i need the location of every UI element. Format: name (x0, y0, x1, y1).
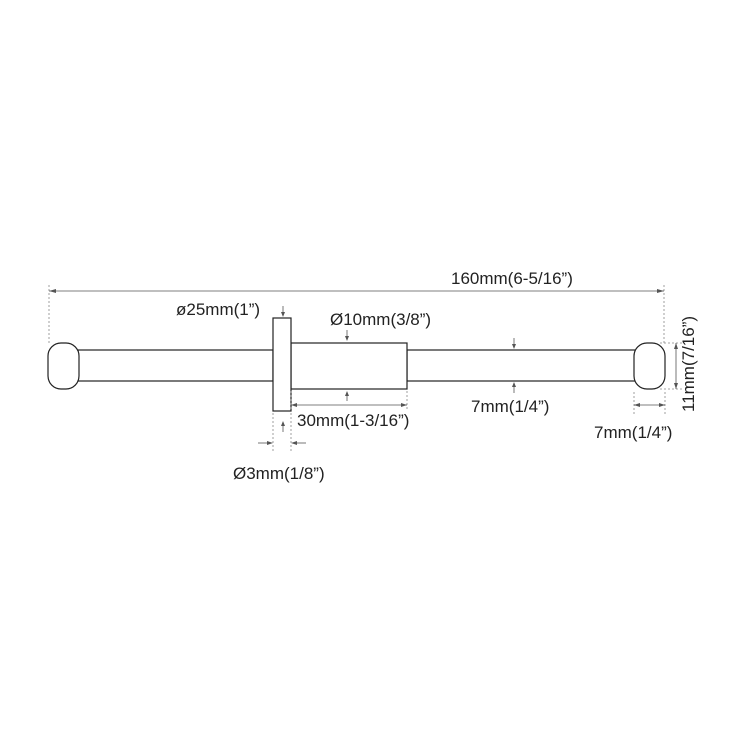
collar (290, 342, 408, 390)
end-cap-height-label: 11mm(7/16”) (679, 316, 698, 412)
part-outline (47, 317, 666, 412)
rod-right (406, 349, 638, 382)
collar-diameter-label: Ø10mm(3/8”) (330, 310, 431, 329)
dimension-labels: 160mm(6-5/16”) ø25mm(1”) Ø10mm(3/8”) 30m… (176, 269, 698, 483)
flange-diameter-label: ø25mm(1”) (176, 300, 260, 319)
end-cap-length-label: 7mm(1/4”) (594, 423, 672, 442)
collar-length-label: 30mm(1-3/16”) (297, 411, 409, 430)
rod-diameter-label: 7mm(1/4”) (471, 397, 549, 416)
end-cap-left (47, 342, 80, 390)
dimension-lines (48, 285, 682, 452)
flange-thickness-label: Ø3mm(1/8”) (233, 464, 325, 483)
rod-left (77, 349, 274, 382)
flange (272, 317, 292, 412)
overall-length-label: 160mm(6-5/16”) (451, 269, 573, 288)
end-cap-right (633, 342, 666, 390)
